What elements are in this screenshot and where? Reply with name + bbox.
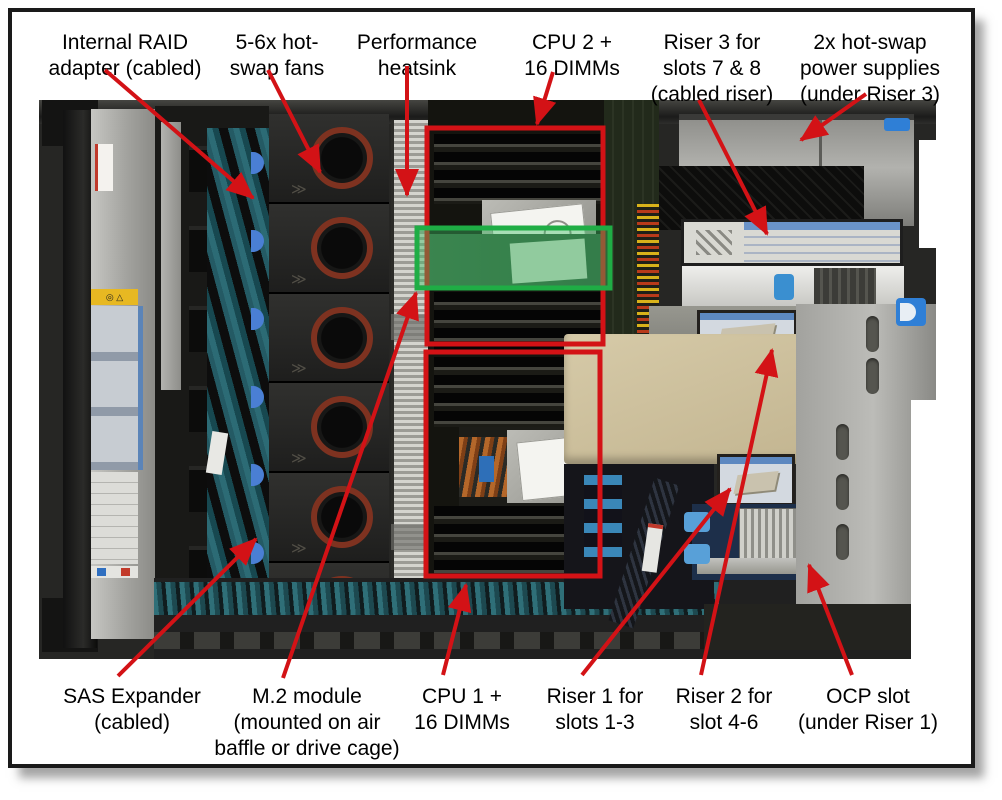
- cpu2-dimm-bank-upper: [434, 134, 604, 204]
- callout-riser-2: Riser 2 for slot 4-6: [675, 685, 773, 734]
- fan-module-3: [269, 293, 389, 382]
- callout-cpu2-dimms: CPU 2 + 16 DIMMs: [524, 31, 620, 80]
- blue-connectors: [584, 475, 622, 557]
- fan-module-1: [269, 114, 389, 202]
- photo-edge-cutout: [911, 400, 936, 659]
- server-top-view-photo: ◎ △: [39, 100, 936, 659]
- bracket-slot: [836, 424, 849, 460]
- figure-frame: Internal RAID adapter (cabled) 5-6x hot-…: [8, 8, 975, 768]
- warning-label: ◎ △: [91, 289, 138, 305]
- bracket-slot: [866, 316, 879, 352]
- riser3-connections-label: [681, 219, 903, 266]
- fan-bank: [269, 114, 389, 651]
- cpu1-blue-tag: [479, 456, 494, 482]
- cable-clip: [251, 386, 264, 408]
- riser1-cage-label: [717, 454, 795, 506]
- riser-cage-bracket: [796, 304, 936, 610]
- backplane-bracket: [161, 122, 181, 390]
- riser1-label-card: [720, 457, 792, 503]
- callout-sas-expander: SAS Expander (cabled): [63, 685, 201, 734]
- bracket-slot: [836, 474, 849, 510]
- fan-module-2: [269, 203, 389, 292]
- callout-riser-3: Riser 3 for slots 7 & 8 (cabled riser): [650, 31, 774, 106]
- photo-edge-cutout: [919, 140, 936, 248]
- heatsink-gap: [391, 314, 428, 340]
- heatsink-gap: [391, 524, 428, 550]
- touch-point-latch: [684, 544, 710, 564]
- callout-ocp-slot: OCP slot (under Riser 1): [797, 685, 939, 734]
- lid-red-tag: [95, 144, 113, 191]
- performance-heatsink: [391, 120, 431, 644]
- fan-module-5: [269, 473, 389, 562]
- cable-clip: [251, 230, 264, 252]
- callout-hot-swap-fans: 5-6x hot- swap fans: [229, 31, 325, 80]
- cable-clip: [251, 308, 264, 330]
- riser3-blue-latch: [774, 274, 794, 300]
- bracket-slot: [866, 358, 879, 394]
- riser3-connector: [814, 268, 876, 304]
- callout-performance-heatsink: Performance heatsink: [356, 31, 478, 80]
- cage-blue-latch: [896, 298, 926, 326]
- psu-blue-clip: [884, 118, 910, 131]
- callout-power-supplies: 2x hot-swap power supplies (under Riser …: [799, 31, 941, 106]
- riser3-label-table: [744, 222, 900, 263]
- spec-text-label: [91, 472, 138, 564]
- service-diagram-label: [91, 306, 143, 470]
- cable-clip: [251, 464, 264, 486]
- callout-riser-1: Riser 1 for slots 1-3: [546, 685, 644, 734]
- rear-bottom-rail: [704, 604, 936, 650]
- callout-internal-raid-adapter: Internal RAID adapter (cabled): [48, 31, 202, 80]
- riser3-label-diagram: [684, 222, 745, 263]
- callout-m2-module: M.2 module (mounted on air baffle or dri…: [214, 685, 400, 760]
- fan-module-4: [269, 383, 389, 472]
- cert-marks: [91, 566, 138, 578]
- touch-point-latch: [684, 512, 710, 532]
- callout-cpu1-dimms: CPU 1 + 16 DIMMs: [414, 685, 510, 734]
- bracket-slot: [836, 524, 849, 560]
